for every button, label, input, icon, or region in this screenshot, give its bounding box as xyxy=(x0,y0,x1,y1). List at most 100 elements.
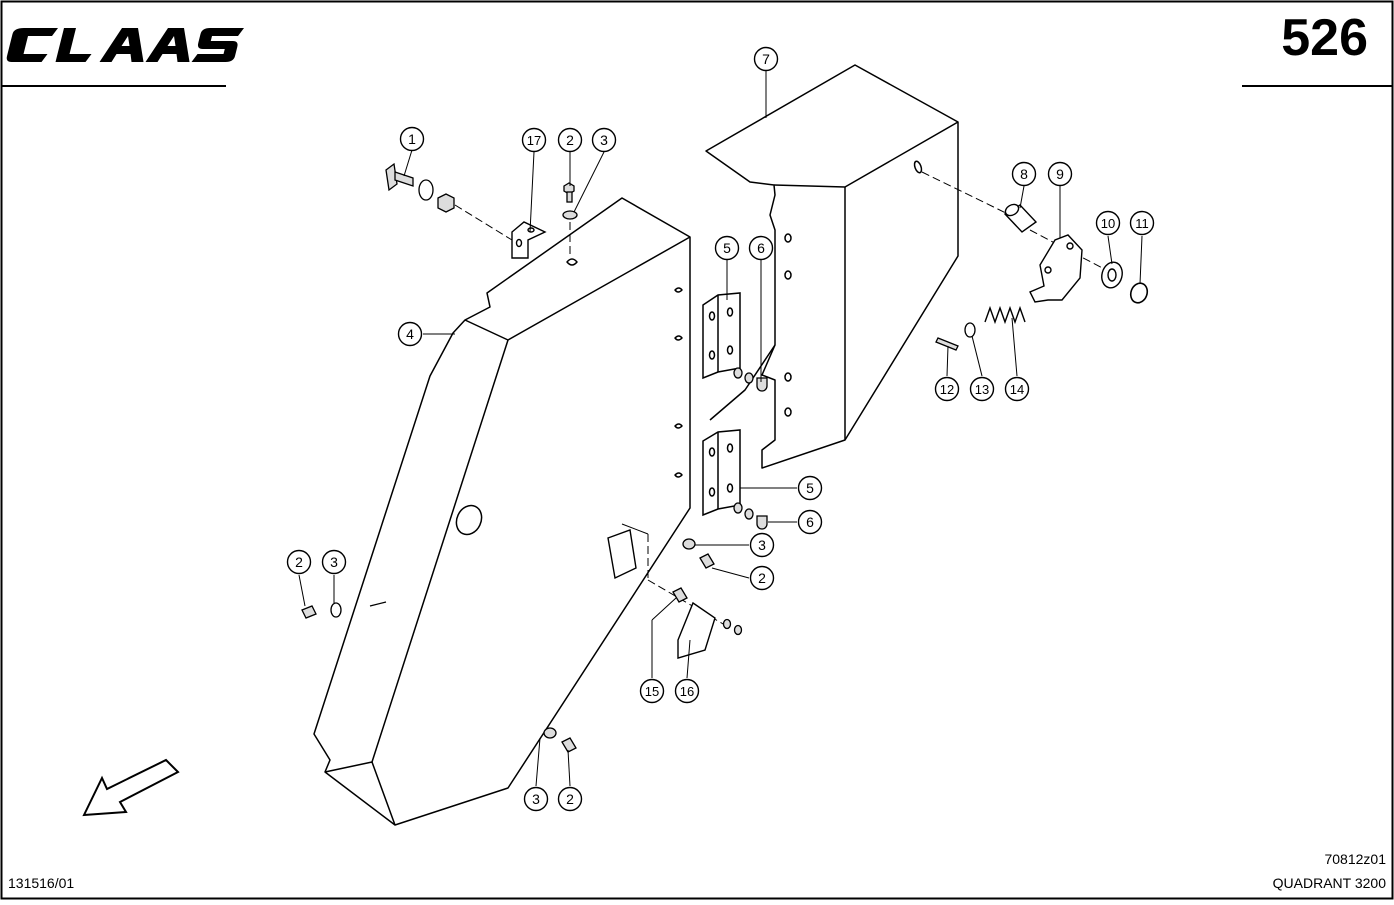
part-8-bushing xyxy=(1003,203,1038,233)
callout-label: 4 xyxy=(406,326,414,342)
callout-label: 2 xyxy=(566,791,574,807)
assembly-line-3 xyxy=(921,171,1011,216)
callout-label: 5 xyxy=(723,240,731,256)
callout-label: 16 xyxy=(680,684,694,699)
callout-label: 2 xyxy=(758,570,766,586)
callout-label: 13 xyxy=(975,382,989,397)
callout-label: 12 xyxy=(940,382,954,397)
callout-2: 2 xyxy=(286,549,312,575)
callout-13: 13 xyxy=(969,376,995,402)
callout-2: 2 xyxy=(557,786,583,812)
callout-circle xyxy=(321,549,347,575)
part-4-side-cover xyxy=(313,197,691,826)
callout-circle xyxy=(934,376,960,402)
callout-circle xyxy=(969,376,995,402)
callout-2: 2 xyxy=(557,127,583,153)
callout-12: 12 xyxy=(934,376,960,402)
callout-label: 2 xyxy=(566,132,574,148)
part-7-upper-cover xyxy=(705,64,959,469)
callout-label: 6 xyxy=(806,514,814,530)
part-5-lower-hinge xyxy=(702,429,741,517)
callout-6: 6 xyxy=(797,509,823,535)
callout-circle xyxy=(523,786,549,812)
model-name: QUADRANT 3200 xyxy=(1272,875,1386,891)
part-9-latch-plate xyxy=(1029,234,1083,303)
callout-circle xyxy=(1095,210,1121,236)
callout-label: 9 xyxy=(1056,166,1064,182)
callout-label: 3 xyxy=(600,132,608,148)
part-11-circlip xyxy=(1129,282,1149,304)
callout-11: 11 xyxy=(1129,210,1155,236)
callout-3: 3 xyxy=(591,127,617,153)
callout-circle xyxy=(521,127,547,153)
callout-7: 7 xyxy=(753,46,779,72)
callout-circle xyxy=(797,509,823,535)
callout-label: 2 xyxy=(295,554,303,570)
assembly-line-1 xyxy=(454,204,513,241)
hinge-fasteners xyxy=(733,367,768,530)
assembly-line-5 xyxy=(621,523,649,535)
callout-layer: 1 17 2 3 4 7 5 6 8 9 10 11 12 13 14 5 6 3 2 2 3 15 16 3 2 xyxy=(286,46,1155,812)
part-5-upper-hinge xyxy=(702,292,741,380)
callout-circle xyxy=(748,235,774,261)
callout-label: 14 xyxy=(1010,382,1024,397)
claas-logo xyxy=(6,28,244,62)
sheet-id: 131516/01 xyxy=(8,875,75,891)
direction-arrow xyxy=(82,758,180,817)
callout-16: 16 xyxy=(674,678,700,704)
callout-circle xyxy=(674,678,700,704)
drawing-id: 70812z01 xyxy=(1324,851,1386,867)
callout-circle xyxy=(753,46,779,72)
callout-label: 8 xyxy=(1020,166,1028,182)
part-12-pin xyxy=(935,337,959,351)
callout-circle xyxy=(1047,161,1073,187)
callout-label: 11 xyxy=(1135,216,1149,231)
callout-14: 14 xyxy=(1004,376,1030,402)
callout-1: 1 xyxy=(399,126,425,152)
callout-label: 3 xyxy=(330,554,338,570)
callout-9: 9 xyxy=(1047,161,1073,187)
access-opening xyxy=(607,529,637,580)
lower-fasteners xyxy=(301,538,743,753)
callout-label: 6 xyxy=(757,240,765,256)
callout-2: 2 xyxy=(749,565,775,591)
callout-label: 15 xyxy=(645,684,659,699)
callout-3: 3 xyxy=(749,532,775,558)
callout-3: 3 xyxy=(523,786,549,812)
callout-circle xyxy=(591,127,617,153)
callout-circle xyxy=(639,678,665,704)
part-16-flap xyxy=(677,601,716,659)
callout-circle xyxy=(1129,210,1155,236)
callout-label: 3 xyxy=(532,791,540,807)
callout-6: 6 xyxy=(748,235,774,261)
callout-circle xyxy=(797,475,823,501)
callout-15: 15 xyxy=(639,678,665,704)
callout-circle xyxy=(286,549,312,575)
callout-circle xyxy=(749,532,775,558)
callout-label: 10 xyxy=(1101,216,1115,231)
callout-circle xyxy=(749,565,775,591)
part-17-bracket xyxy=(511,221,547,259)
part-10-washer xyxy=(1101,261,1123,289)
callout-label: 7 xyxy=(762,51,770,67)
callout-circle xyxy=(557,786,583,812)
page-number: 526 xyxy=(1281,9,1368,67)
callout-leaders xyxy=(298,71,1143,787)
callout-17: 17 xyxy=(521,127,547,153)
part-14-spring xyxy=(984,305,1026,325)
callout-circle xyxy=(557,127,583,153)
callout-label: 17 xyxy=(527,133,541,148)
callout-5: 5 xyxy=(797,475,823,501)
part-13-washer xyxy=(964,322,976,338)
callout-8: 8 xyxy=(1011,161,1037,187)
callout-10: 10 xyxy=(1095,210,1121,236)
callout-3: 3 xyxy=(321,549,347,575)
callout-circle xyxy=(397,321,423,347)
callout-label: 5 xyxy=(806,480,814,496)
callout-circle xyxy=(1011,161,1037,187)
callout-4: 4 xyxy=(397,321,423,347)
callout-circle xyxy=(714,235,740,261)
part-2-3-top-bolt xyxy=(562,182,578,220)
